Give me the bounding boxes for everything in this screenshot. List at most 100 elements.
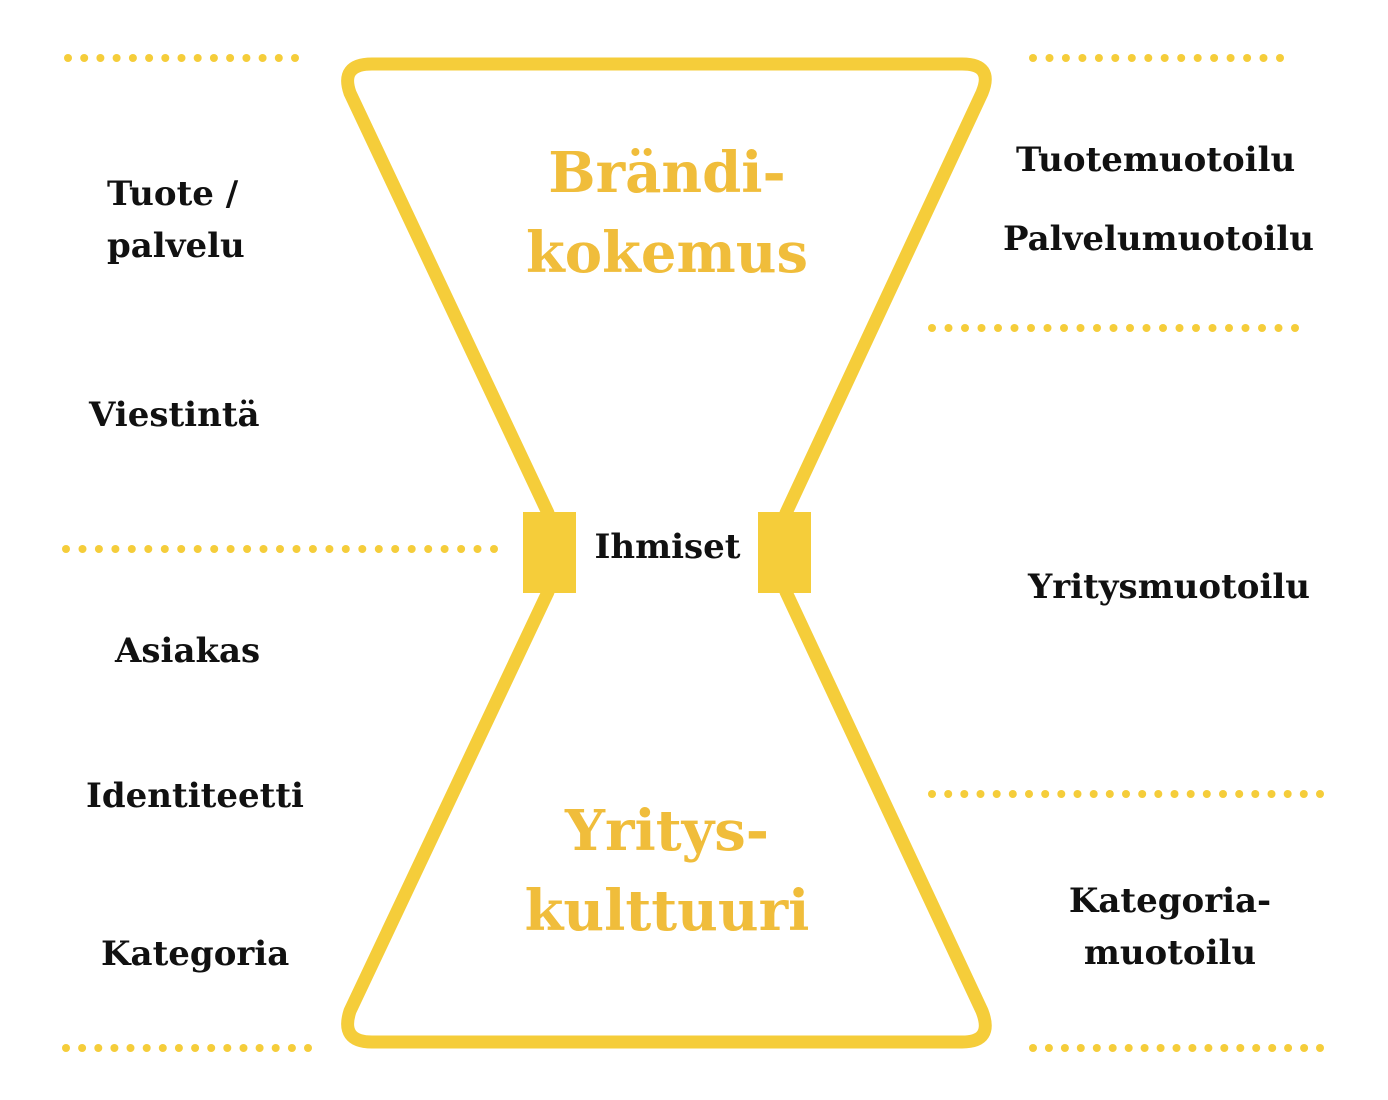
divider-dot [1175, 324, 1184, 332]
divider-dot [473, 545, 482, 553]
divider-dot [274, 54, 283, 62]
category-label: Kategoria [101, 934, 290, 974]
divider-dot [1124, 1044, 1133, 1052]
dotted-dividers [62, 54, 1324, 1052]
divider-dot [145, 54, 154, 62]
divider-dot [1078, 54, 1087, 62]
divider-dot [457, 545, 466, 553]
divider-dot [226, 54, 235, 62]
divider-dot [1093, 324, 1101, 332]
divider-dot [1010, 324, 1019, 332]
divider-dot [128, 54, 137, 62]
divider-dot [1060, 1044, 1069, 1052]
divider-dot [1204, 1044, 1213, 1052]
divider-dot [1160, 54, 1169, 62]
divider-dot [1300, 1044, 1309, 1052]
divider-dot [292, 545, 301, 553]
divider-dot [1235, 790, 1244, 798]
communication-label: Viestintä [89, 395, 260, 435]
divider-dot [1316, 1044, 1324, 1052]
hourglass-bottom-outline [341, 585, 992, 1049]
divider-dot [928, 790, 936, 798]
divider-dot [161, 54, 170, 62]
divider-dot [1043, 324, 1052, 332]
divider-dot [1284, 1044, 1293, 1052]
product-design-label: Tuotemuotoilu [1016, 140, 1296, 180]
divider-dot [1316, 790, 1324, 798]
divider-dot [177, 545, 186, 553]
corporate-culture-title-line2: kulttuuri [524, 878, 810, 944]
people-label: Ihmiset [594, 527, 741, 567]
divider-dot [1193, 54, 1202, 62]
divider-dot [1073, 790, 1082, 798]
divider-dot [1236, 1044, 1245, 1052]
divider-dot [1226, 54, 1235, 62]
divider-dot [1045, 54, 1054, 62]
divider-dot [1267, 790, 1276, 798]
divider-dot [1144, 54, 1153, 62]
divider-dot [1274, 324, 1283, 332]
divider-dot [210, 545, 219, 553]
divider-dot [78, 545, 87, 553]
divider-dot [291, 54, 299, 62]
divider-dot [111, 545, 120, 553]
hourglass-top-outline [341, 57, 992, 520]
divider-dot [259, 545, 268, 553]
corporate-culture-title: Yritys- kulttuuri [467, 791, 867, 951]
divider-dot [304, 1044, 312, 1052]
product-service-line2: palvelu [107, 226, 245, 266]
divider-dot [78, 1044, 87, 1052]
customer-label: Asiakas [115, 631, 261, 671]
service-design-label: Palvelumuotoilu [1003, 219, 1314, 259]
divider-dot [158, 1044, 167, 1052]
divider-dot [1138, 790, 1147, 798]
divider-dot [490, 545, 498, 553]
divider-dot [1094, 54, 1103, 62]
divider-dot [1188, 1044, 1197, 1052]
divider-dot [325, 545, 334, 553]
divider-dot [424, 545, 433, 553]
divider-dot [1092, 1044, 1101, 1052]
category-design-label: Kategoria- muotoilu [1050, 875, 1290, 979]
product-service-label: Tuote / palvelu [107, 168, 245, 272]
divider-dot [62, 1044, 70, 1052]
divider-dot [1192, 324, 1200, 332]
divider-dot [1122, 790, 1130, 798]
divider-dot [96, 54, 105, 62]
divider-dot [1126, 324, 1134, 332]
divider-dot [1060, 324, 1068, 332]
divider-dot [407, 545, 416, 553]
left-neck-block [523, 512, 576, 593]
divider-dot [239, 1044, 248, 1052]
divider-dot [976, 790, 985, 798]
corporate-design-label: Yritysmuotoilu [1028, 567, 1311, 607]
divider-dot [191, 1044, 200, 1052]
divider-dot [1299, 790, 1308, 798]
divider-dot [1243, 54, 1252, 62]
divider-dot [1225, 324, 1233, 332]
divider-dot [1154, 790, 1163, 798]
divider-dot [1210, 54, 1219, 62]
divider-dot [1029, 54, 1037, 62]
divider-dot [1220, 1044, 1229, 1052]
divider-dot [1127, 54, 1136, 62]
divider-dot [944, 790, 953, 798]
divider-dot [258, 54, 267, 62]
category-design-line2: muotoilu [1083, 933, 1257, 973]
divider-dot [1283, 790, 1292, 798]
divider-dot [1025, 790, 1033, 798]
divider-dot [440, 545, 449, 553]
divider-dot [1076, 1044, 1085, 1052]
divider-dot [1177, 54, 1186, 62]
divider-dot [1276, 54, 1284, 62]
divider-dot [226, 545, 235, 553]
divider-dot [193, 54, 202, 62]
divider-dot [1089, 790, 1098, 798]
divider-dot [207, 1044, 216, 1052]
divider-dot [1140, 1044, 1149, 1052]
divider-dot [961, 324, 969, 332]
divider-dot [1258, 324, 1266, 332]
divider-dot [142, 1044, 151, 1052]
divider-dot [1142, 324, 1151, 332]
